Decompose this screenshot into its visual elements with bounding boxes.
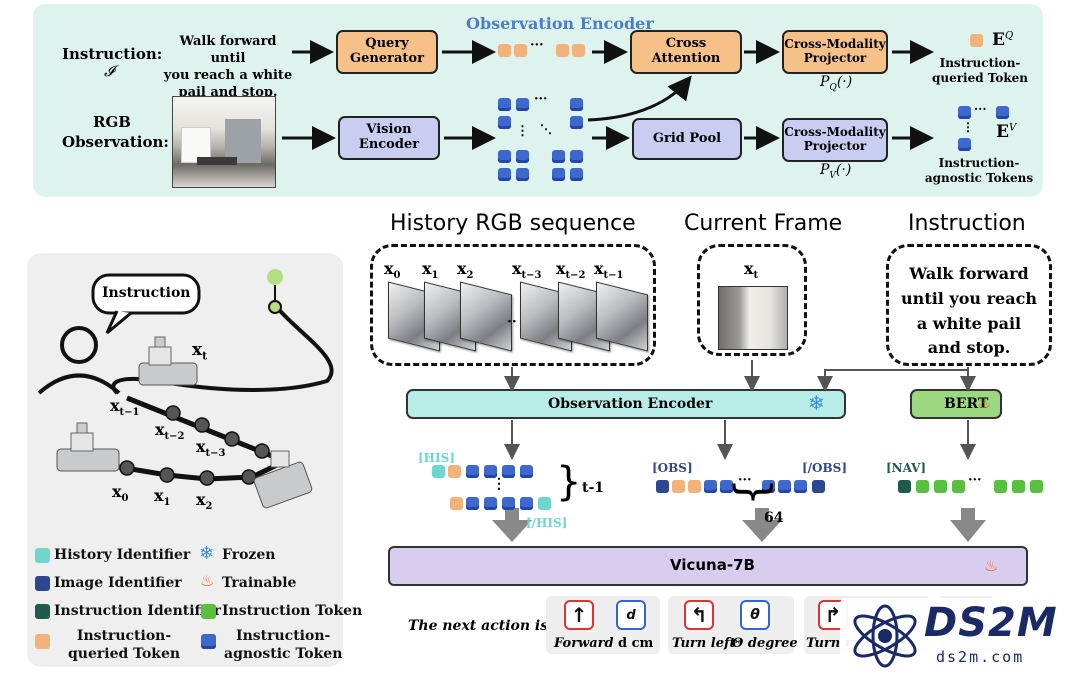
instruction-body: Walk forward until you reach a white pai… <box>901 264 1037 358</box>
instruction-text: Walk forward until you reach a white pai… <box>163 34 293 100</box>
theta-degree-label: Θ degree <box>732 636 798 651</box>
eq-caption: Instruction-queried Token <box>931 56 1029 85</box>
instruction-dashed-box <box>886 244 1052 366</box>
vicuna-bar <box>388 546 1028 586</box>
ev-symbol: EV <box>996 122 1017 142</box>
obs-open: [OBS] <box>652 461 693 475</box>
scene-drawing <box>37 269 334 509</box>
ev-caption: Instruction-agnostic Tokens <box>924 156 1034 185</box>
projector-v-label: PV(·) <box>820 162 852 181</box>
eq-symbol: EQ <box>992 30 1014 50</box>
t-minus-1-label: t-1 <box>582 480 605 496</box>
obs-brace: } <box>729 478 780 506</box>
dcm-label: d cm <box>618 636 654 651</box>
watermark-atom-icon <box>853 604 917 668</box>
label-x1: x1 <box>154 486 171 509</box>
trainable-icon-bert: ♨ <box>977 393 992 412</box>
history-dashed-box <box>370 244 656 366</box>
frozen-icon: ❄ <box>808 391 825 415</box>
current-frame-label: xt <box>744 259 759 282</box>
current-title: Current Frame <box>684 211 843 236</box>
snowflake-icon: ❄ <box>199 543 215 564</box>
label-xt3: xt−3 <box>196 437 226 460</box>
observation-encoder-bar <box>406 389 846 419</box>
encoder-panel-title: Observation Encoder <box>466 14 654 33</box>
vicuna-label: Vicuna-7B <box>670 556 755 574</box>
instruction-symbol: 𝓘 <box>104 62 115 80</box>
pipeline-arrows <box>492 360 986 542</box>
obs-close: [/OBS] <box>802 461 847 475</box>
flame-icon: ♨ <box>200 571 215 590</box>
instruction-label: Instruction: <box>62 45 163 63</box>
turn-right-icon: ↱ <box>818 600 848 630</box>
label-xt2: xt−2 <box>155 420 185 443</box>
observation-encoder-label: Observation Encoder <box>548 396 713 412</box>
his-close: [/HIS] <box>526 516 568 530</box>
instruction-title: Instruction <box>908 211 1026 236</box>
nav-label: [NAV] <box>886 461 927 475</box>
speech-bubble-text: Instruction <box>102 285 191 301</box>
projector-q-label: PQ(·) <box>820 74 853 93</box>
forward-icon: ↑ <box>564 600 594 630</box>
bert-label: BERT <box>944 396 989 412</box>
bert-box <box>910 389 1002 419</box>
eq-token <box>970 34 983 47</box>
angle-icon: θ <box>740 600 770 630</box>
turn-left-icon: ↰ <box>684 600 714 630</box>
encoder-arrows <box>282 40 934 150</box>
watermark: DS2M ds2m.com <box>840 598 1076 674</box>
history-title: History RGB sequence <box>390 211 636 236</box>
distance-icon: d <box>616 600 646 630</box>
grid-pool-box: Grid Pool <box>632 118 742 160</box>
current-frame-image <box>718 286 788 350</box>
watermark-url: ds2m.com <box>936 648 1025 666</box>
label-x0: x0 <box>112 482 129 505</box>
current-dashed-box <box>697 244 807 356</box>
rgb-label: RGB Observation: <box>62 113 169 152</box>
forward-label: Forward <box>554 636 614 651</box>
his-brace: } <box>556 459 582 505</box>
label-xt: xt <box>192 340 208 363</box>
watermark-brand: DS2M <box>924 600 1058 646</box>
label-xt1: xt−1 <box>110 396 140 419</box>
turn-left-label: Turn left <box>672 636 736 651</box>
sixty-four-label: 64 <box>764 510 784 526</box>
next-action-label: The next action is <box>408 618 549 634</box>
his-open: [HIS] <box>418 451 455 465</box>
label-x2: x2 <box>196 490 213 513</box>
trainable-icon-vicuna: ♨ <box>984 556 999 575</box>
rgb-observation-image <box>172 96 276 188</box>
